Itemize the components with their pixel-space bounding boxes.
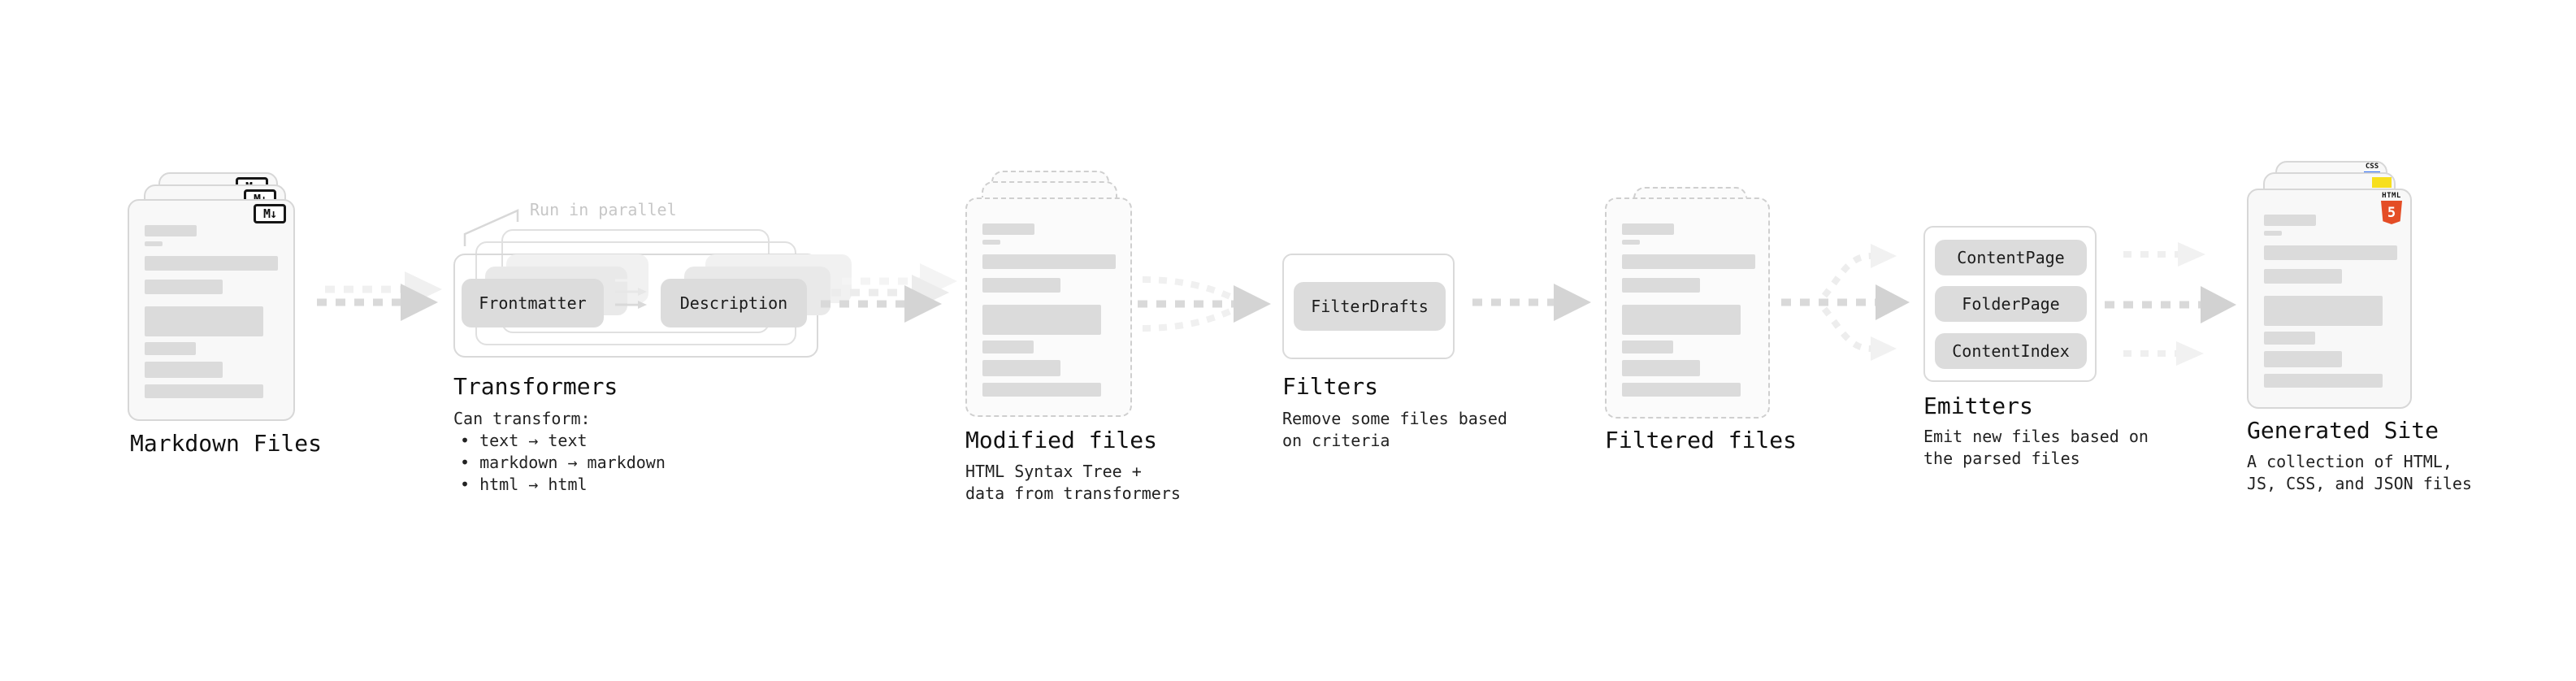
modified-files-desc: data from transformers (965, 484, 1181, 503)
text-placeholder-bar (1622, 340, 1673, 354)
html5-icon: HTML 5 (2378, 192, 2405, 224)
text-placeholder-bar (2264, 231, 2282, 236)
markdown-files-label: Markdown Files (130, 430, 323, 457)
transformers-desc: Can transform: (453, 409, 591, 428)
css-badge-label: CSS (2365, 163, 2379, 171)
html5-label: HTML (2382, 192, 2401, 200)
arrow-filtered-to-emitters (1781, 244, 1910, 361)
modified-files-label: Modified files (965, 427, 1158, 453)
arrow-markdown-to-transformers (317, 271, 442, 321)
text-placeholder-bar (145, 362, 223, 378)
text-placeholder-bar (145, 225, 197, 236)
text-placeholder-bar (982, 383, 1101, 397)
text-placeholder-bar (145, 256, 278, 271)
text-placeholder-bar (2264, 374, 2383, 388)
filter-filterdrafts: FilterDrafts (1294, 282, 1446, 331)
arrow-modified-to-filters (1138, 276, 1271, 332)
modified-files-desc: HTML Syntax Tree + (965, 462, 1142, 481)
text-placeholder-bar (145, 280, 223, 294)
transformers-desc: • html → html (460, 475, 588, 494)
arrow-filters-to-filtered (1472, 284, 1591, 321)
filters-desc: on criteria (1282, 431, 1390, 450)
text-placeholder-bar (982, 254, 1116, 269)
transformers-label: Transformers (453, 373, 618, 400)
emitters-container: ContentPage FolderPage ContentIndex (1923, 226, 2097, 382)
text-placeholder-bar (2264, 245, 2397, 260)
markdown-icon: M↓ (254, 204, 286, 223)
filters-desc: Remove some files based (1282, 409, 1507, 428)
text-placeholder-bar (982, 278, 1060, 293)
annotation-leader-line (463, 209, 519, 246)
text-placeholder-bar (2264, 215, 2316, 226)
text-placeholder-bar (1622, 360, 1700, 376)
text-placeholder-bar (1622, 240, 1640, 245)
text-placeholder-bar (1622, 383, 1741, 397)
text-placeholder-bar (145, 384, 263, 398)
text-placeholder-bar (1622, 254, 1755, 269)
text-placeholder-bar (145, 342, 196, 355)
text-placeholder-bar (2264, 351, 2342, 367)
doc-card (128, 199, 295, 421)
text-placeholder-bar (982, 305, 1101, 335)
emitters-label: Emitters (1923, 393, 2033, 419)
text-placeholder-bar (982, 360, 1060, 376)
generated-site-desc: A collection of HTML, (2247, 452, 2452, 471)
parallel-mini-arrows (615, 276, 647, 309)
text-placeholder-bar (2264, 296, 2383, 326)
text-placeholder-bar (1622, 223, 1674, 235)
emitter-contentpage: ContentPage (1935, 240, 2087, 275)
text-placeholder-bar (2264, 269, 2342, 284)
emitter-contentindex: ContentIndex (1935, 333, 2087, 369)
filtered-files-label: Filtered files (1605, 427, 1798, 453)
transformers-desc: • markdown → markdown (460, 453, 666, 472)
text-placeholder-bar (1622, 278, 1700, 293)
generated-site-desc: JS, CSS, and JSON files (2247, 474, 2472, 493)
emitters-desc: the parsed files (1923, 449, 2080, 468)
text-placeholder-bar (145, 306, 263, 336)
filters-label: Filters (1282, 373, 1379, 400)
text-placeholder-bar (982, 240, 1000, 245)
text-placeholder-bar (145, 241, 163, 246)
transformer-description: Description (661, 279, 807, 327)
emitter-folderpage: FolderPage (1935, 286, 2087, 322)
transformers-desc: • text → text (460, 431, 588, 450)
doc-card-dashed (1605, 197, 1770, 419)
emitters-desc: Emit new files based on (1923, 427, 2149, 446)
html5-shield: 5 (2381, 201, 2402, 224)
doc-card (2247, 189, 2412, 409)
js-badge-icon (2372, 177, 2392, 188)
arrow-transformers-to-modified (821, 263, 957, 323)
arrow-emitters-to-site (2105, 242, 2236, 366)
doc-card-dashed (965, 197, 1132, 417)
text-placeholder-bar (2264, 332, 2315, 345)
text-placeholder-bar (982, 223, 1034, 235)
filters-container: FilterDrafts (1282, 254, 1455, 359)
run-in-parallel-annotation: Run in parallel (530, 200, 677, 219)
transformer-frontmatter: Frontmatter (462, 279, 604, 327)
text-placeholder-bar (982, 340, 1034, 354)
text-placeholder-bar (1622, 305, 1741, 335)
generated-site-label: Generated Site (2247, 417, 2439, 444)
